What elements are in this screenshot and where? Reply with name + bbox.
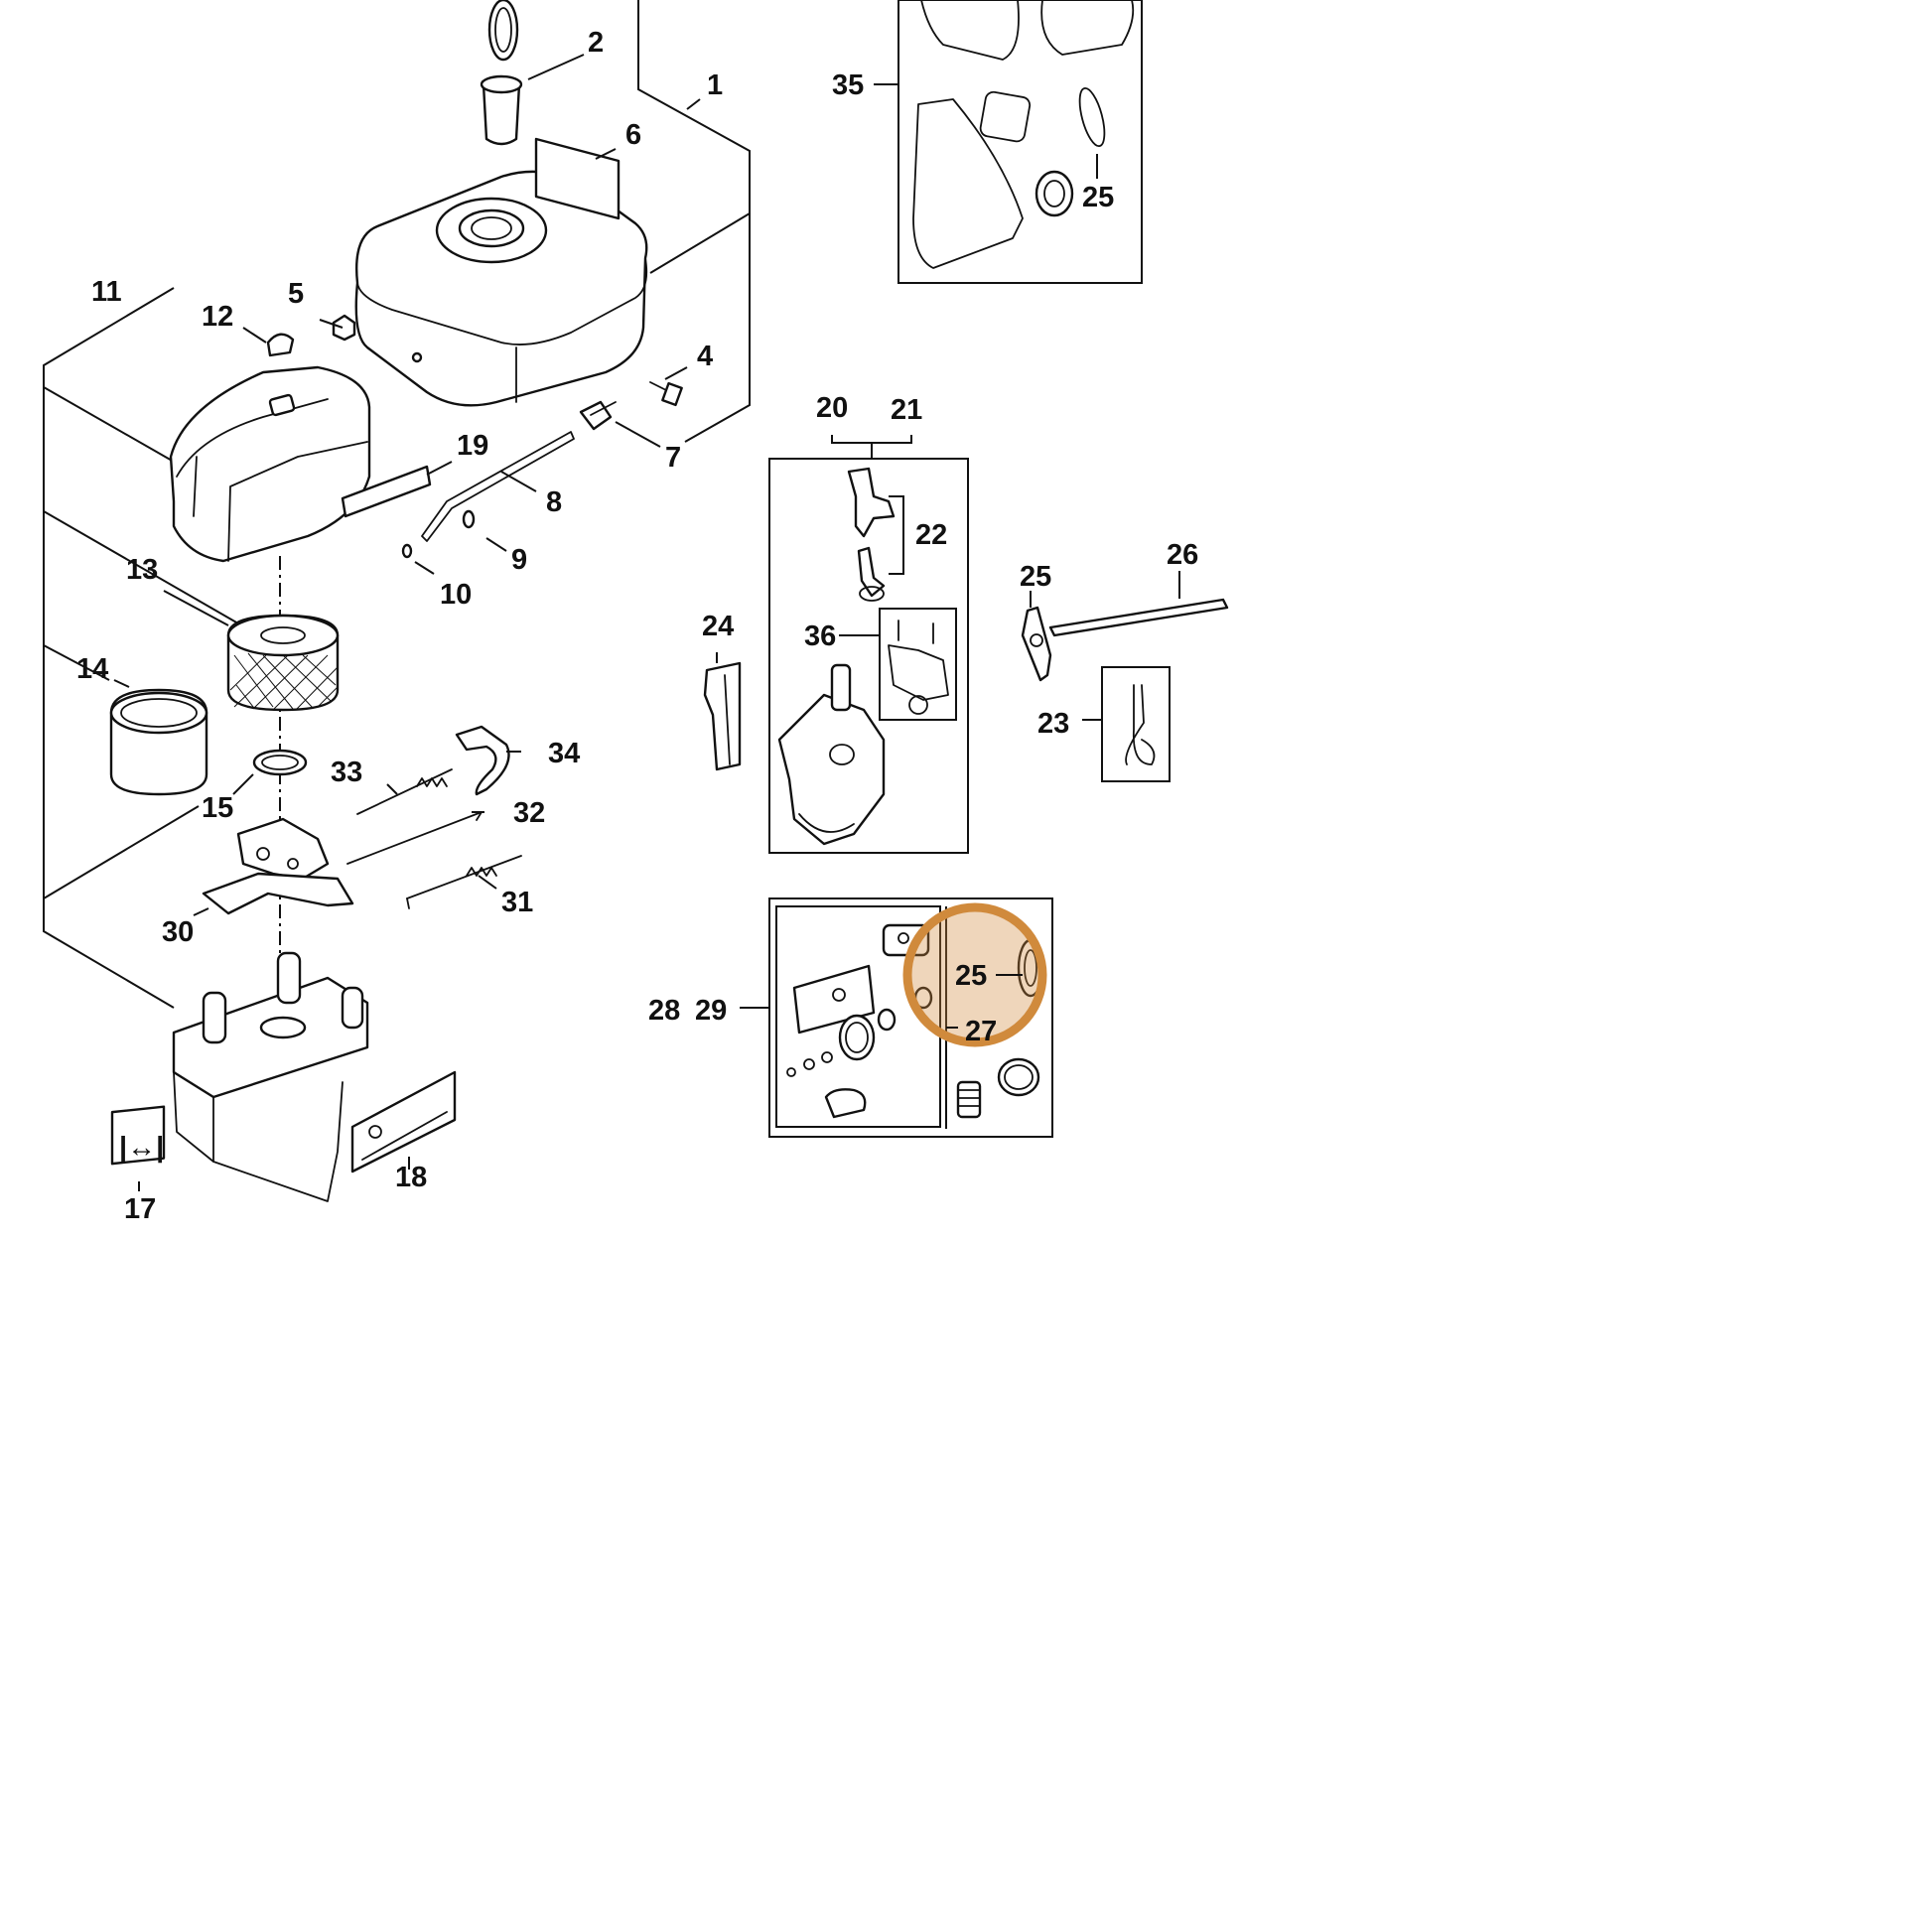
callout-18: 18: [395, 1162, 427, 1193]
callout-25-top: 25: [1082, 182, 1114, 213]
control-label: [350, 1070, 457, 1173]
spring-33: [356, 768, 453, 815]
drain-bracket: [703, 661, 742, 771]
fuel-tank: [354, 170, 648, 407]
callout-21: 21: [891, 394, 922, 426]
air-filter-element: [226, 614, 340, 712]
callout-32: 32: [513, 797, 545, 829]
callout-8: 8: [546, 486, 562, 518]
wire-box: [1101, 666, 1171, 782]
callout-6: 6: [625, 119, 641, 151]
foam-pre-filter: [109, 688, 208, 796]
insulator-gasket: [1021, 606, 1052, 682]
clip-10: [401, 543, 413, 559]
callout-30: 30: [162, 916, 194, 948]
callout-29: 29: [695, 995, 727, 1027]
callout-28: 28: [648, 995, 680, 1027]
highlight-circle: [902, 902, 1047, 1047]
callout-9: 9: [511, 544, 527, 576]
callout-33: 33: [331, 757, 362, 788]
lever-34: [455, 725, 510, 796]
callout-11: 11: [91, 276, 122, 308]
callout-31: 31: [501, 887, 533, 918]
rod-32: [346, 811, 483, 865]
wing-nut: [266, 333, 295, 357]
svg-text:|↔|: |↔|: [119, 1132, 164, 1164]
air-cleaner-gasket: [252, 749, 308, 776]
callout-17: 17: [124, 1193, 156, 1225]
gasket-set-box: [897, 0, 1143, 284]
leader-lines: [113, 54, 1180, 1191]
callout-20: 20: [816, 392, 848, 424]
callout-25-kit: 25: [955, 960, 987, 992]
callout-19: 19: [457, 430, 488, 462]
callout-labels: 2 1 6 4 7 8 9 10 5 12 11 19 13 14 15 34 …: [76, 27, 1198, 1225]
callout-15: 15: [202, 792, 233, 824]
spring-31: [406, 855, 522, 909]
choke-rod: [1048, 598, 1229, 637]
engine-block-lower: [172, 951, 369, 1202]
nut: [332, 314, 356, 342]
callout-25-mid: 25: [1020, 561, 1051, 593]
callout-26: 26: [1167, 539, 1198, 571]
breather-tube: [341, 465, 432, 518]
callout-13: 13: [126, 554, 158, 586]
callout-12: 12: [202, 301, 233, 333]
callout-1: 1: [707, 69, 723, 101]
choke-label: |↔|: [110, 1105, 166, 1166]
main-assembly-frame: [43, 0, 751, 1009]
callout-10: 10: [440, 579, 472, 611]
fuel-line: [421, 431, 575, 542]
callout-36: 36: [804, 621, 836, 652]
callout-4: 4: [697, 341, 713, 372]
callout-22: 22: [915, 519, 947, 551]
fuel-strainer: [480, 74, 523, 146]
control-bracket: [202, 817, 354, 915]
callout-14: 14: [76, 653, 108, 685]
callout-35: 35: [832, 69, 864, 101]
carburetor-box: [768, 435, 969, 854]
callout-34: 34: [548, 738, 580, 769]
bolt: [649, 381, 683, 407]
label-plate: [534, 137, 621, 220]
fuel-valve: [579, 400, 617, 431]
callout-7: 7: [665, 442, 681, 474]
callout-2: 2: [588, 27, 604, 59]
callout-23: 23: [1037, 708, 1069, 740]
air-cleaner-cover: [169, 365, 371, 563]
callout-5: 5: [288, 278, 304, 310]
callout-24: 24: [702, 611, 734, 642]
callout-27: 27: [965, 1016, 997, 1047]
fuel-cap-gasket: [487, 0, 519, 62]
clip-9: [462, 509, 476, 529]
